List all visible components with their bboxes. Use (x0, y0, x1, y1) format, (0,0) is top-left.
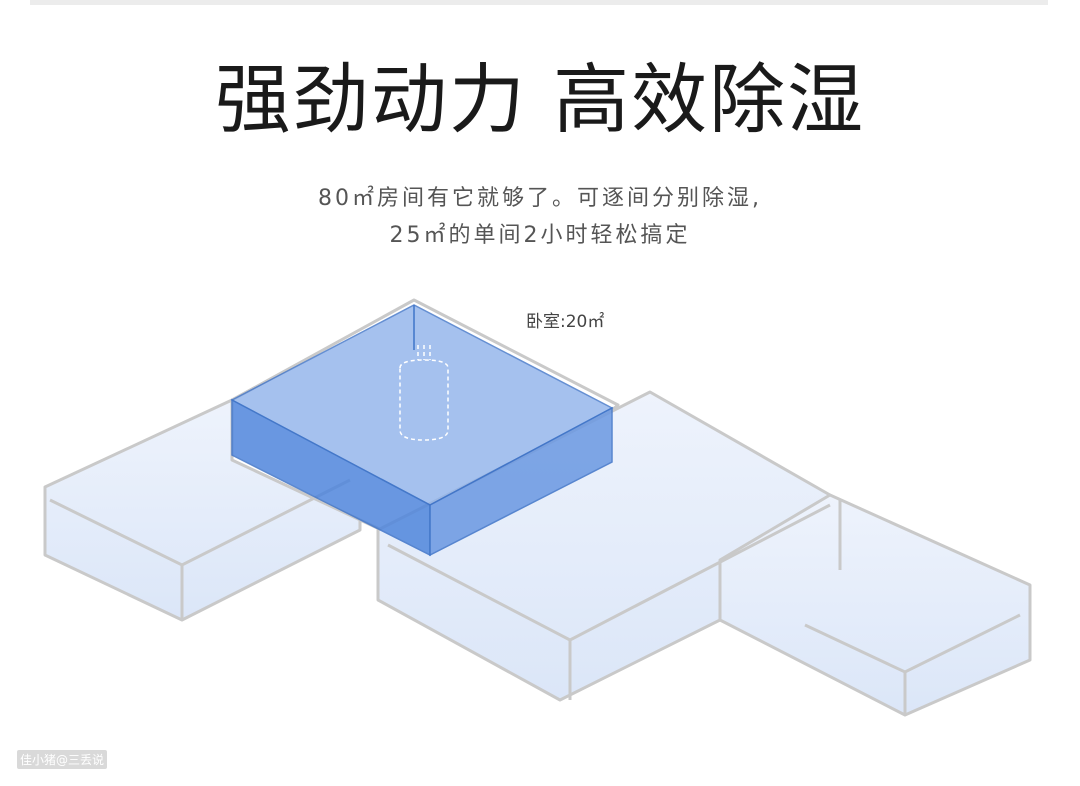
description-line-2: 25㎡的单间2小时轻松搞定 (389, 223, 691, 248)
bedroom-label: 卧室:20㎡ (526, 312, 605, 332)
bathroom (718, 493, 1032, 717)
dehumidifier-icon (399, 345, 449, 441)
bedroom-highlight (230, 304, 614, 557)
top-divider (30, 0, 1048, 5)
description-line-1: 80㎡房间有它就够了。可逐间分别除湿, (318, 186, 762, 211)
watermark: 佳小猪@三丢说 (17, 750, 108, 769)
page-title: 强劲动力 高效除湿 (214, 55, 866, 144)
